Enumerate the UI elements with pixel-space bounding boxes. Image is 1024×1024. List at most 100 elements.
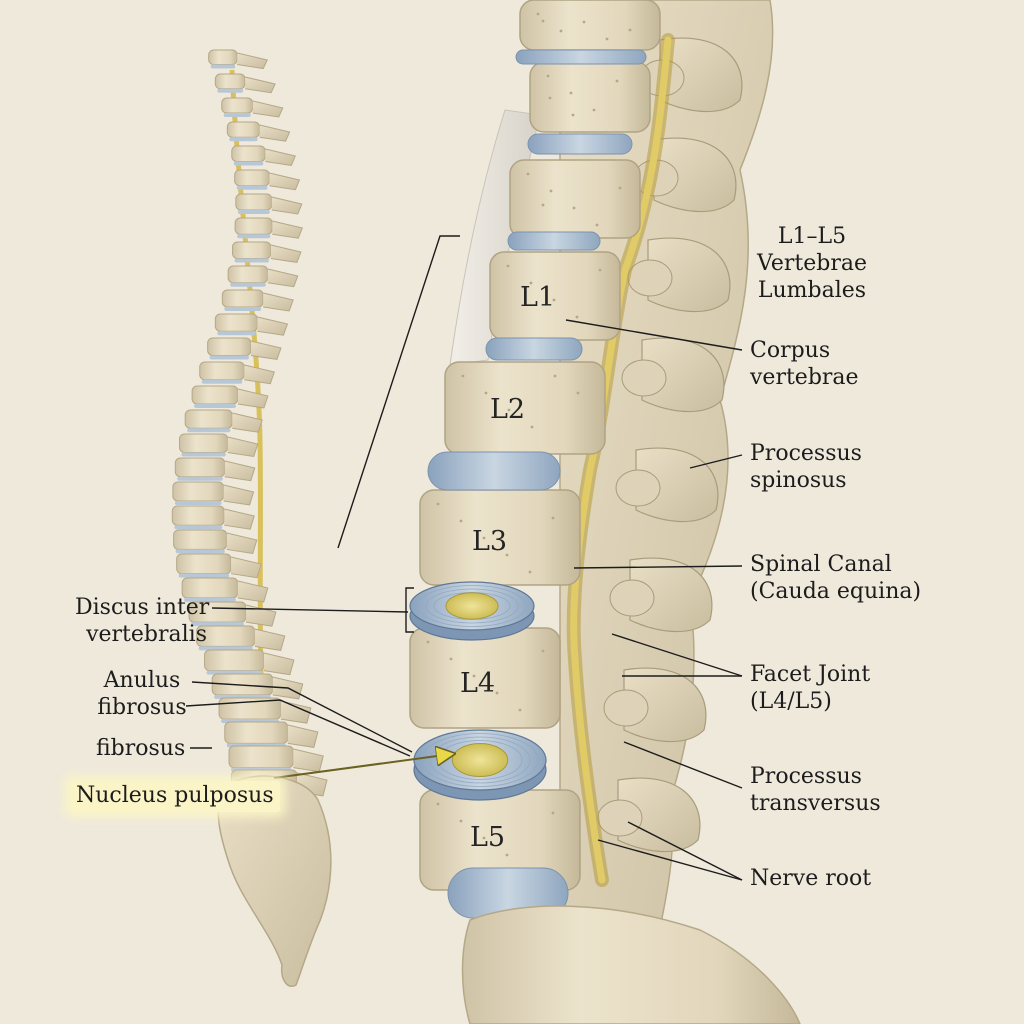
mini-vertebra	[235, 193, 273, 211]
label-corpus-vertebrae: Corpus vertebrae	[750, 338, 859, 390]
intervertebral-disc	[527, 133, 633, 155]
mini-process	[254, 628, 286, 651]
bone-pore	[541, 649, 545, 653]
mini-vertebra	[191, 385, 239, 405]
vertebra-label-l3: L3	[472, 526, 508, 557]
mini-vertebra	[234, 217, 273, 235]
mini-disc	[236, 185, 268, 190]
bone-pore	[598, 268, 602, 272]
anulus-leader-a	[191, 681, 413, 753]
bone-pore	[592, 108, 596, 112]
mini-vertebra	[179, 433, 229, 453]
spinous-process	[659, 37, 743, 113]
mini-process	[237, 580, 269, 603]
mini-vertebra	[231, 145, 266, 162]
mini-disc	[178, 573, 230, 578]
bone-pore	[506, 264, 510, 268]
label-processus-spinosus: Processus spinosus	[750, 441, 862, 493]
mini-vertebra	[204, 649, 265, 672]
bone-pore	[529, 281, 533, 285]
bone-pore	[461, 374, 465, 378]
spinous-process	[629, 557, 713, 633]
label-discus-intervertebralis: Discus inter vertebralis	[75, 595, 210, 647]
facet-leader-a	[611, 633, 743, 677]
intervertebral-disc	[427, 451, 561, 491]
vertebra-label-l5: L5	[470, 822, 506, 853]
label-nucleus-pulposus: Nucleus pulposus	[70, 781, 280, 812]
bone-pore	[571, 113, 575, 117]
bone-pore	[505, 853, 509, 857]
spinous-process	[653, 137, 737, 213]
label-nerve-root: Nerve root	[750, 866, 872, 891]
bone-pore	[546, 74, 550, 78]
vertebra-label-l2: L2	[490, 394, 526, 425]
mini-process	[263, 652, 295, 676]
mini-vertebra	[184, 409, 233, 429]
bone-pore	[521, 285, 525, 289]
intervertebral-disc	[515, 49, 647, 65]
mini-process	[244, 364, 275, 385]
mini-vertebra	[176, 553, 232, 575]
mini-disc	[217, 331, 256, 336]
label-spinal-canal: Spinal Canal (Cauda equina)	[750, 552, 922, 604]
mini-disc	[209, 355, 249, 360]
bone-pore	[436, 502, 440, 506]
facet-process	[609, 579, 655, 617]
nucleus-pulposus	[445, 592, 499, 620]
mini-disc	[229, 137, 258, 142]
mini-vertebra	[172, 481, 225, 502]
bone-pore	[507, 408, 511, 412]
bone-pore	[482, 836, 486, 840]
nucleus-arrow	[273, 754, 452, 779]
lumbar-spine-detail	[409, 0, 801, 1024]
facet-process	[603, 689, 649, 727]
mini-disc	[194, 403, 236, 408]
bone-pore	[505, 553, 509, 557]
mini-vertebra	[214, 73, 246, 90]
label-region: L1–L5 Vertebrae Lumbales	[757, 224, 867, 303]
mini-vertebra	[227, 265, 269, 284]
spinous-process	[623, 667, 707, 743]
label-processus-transversus: Processus transversus	[750, 764, 881, 816]
intervertebral-disc	[507, 231, 601, 251]
vertebral-body	[509, 159, 641, 239]
bone-pore	[459, 519, 463, 523]
mini-vertebra	[214, 313, 258, 332]
mini-process	[257, 316, 289, 336]
canal-leader	[573, 565, 743, 569]
mini-disc	[177, 476, 223, 481]
bone-pore	[552, 298, 556, 302]
facet-process	[615, 469, 661, 507]
label-facet-joint: Facet Joint (L4/L5)	[750, 662, 871, 714]
mini-process	[230, 556, 262, 579]
bone-pore	[551, 516, 555, 520]
discus-leader	[211, 607, 409, 613]
bone-pore	[549, 189, 553, 193]
bone-pore	[482, 536, 486, 540]
mini-disc	[181, 452, 226, 457]
spinous-process	[617, 777, 701, 853]
bone-pore	[569, 91, 573, 95]
mini-vertebra	[171, 505, 225, 526]
nucleus-pulposus	[451, 743, 509, 777]
vertebral-body	[519, 0, 661, 51]
bone-pore	[551, 811, 555, 815]
mini-disc	[174, 500, 222, 505]
bone-pore	[526, 172, 530, 176]
mini-process	[224, 508, 255, 530]
mini-vertebra	[228, 745, 294, 769]
mini-process	[287, 724, 319, 748]
bone-pore	[559, 29, 563, 33]
bone-pore	[595, 223, 599, 227]
mini-process	[237, 388, 269, 409]
anulus-ring	[417, 585, 527, 627]
anulus-ring	[425, 588, 519, 624]
vertebra-label-l4: L4	[460, 668, 496, 699]
mini-vertebra	[199, 361, 245, 381]
bone-pore	[615, 79, 619, 83]
mini-process	[270, 244, 302, 264]
mini-process	[263, 292, 294, 312]
facet-process	[627, 259, 673, 297]
mini-process	[293, 748, 324, 773]
